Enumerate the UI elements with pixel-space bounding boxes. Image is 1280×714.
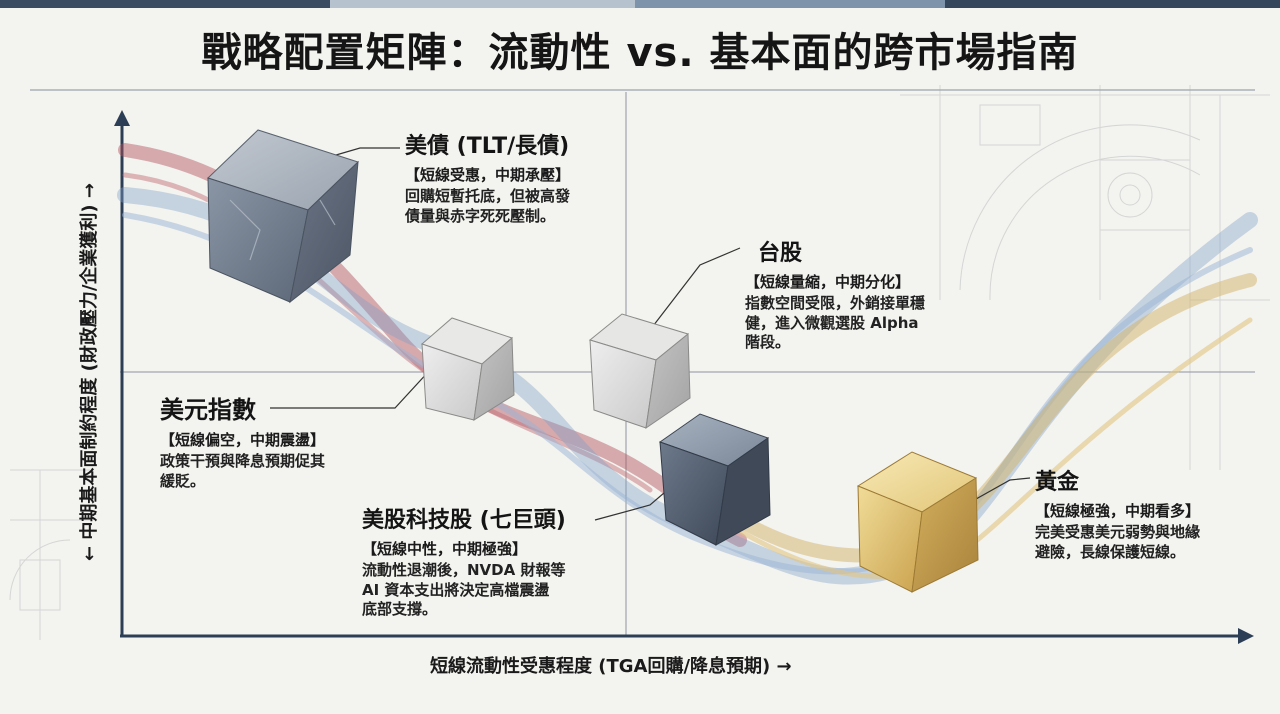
- asset-desc-line: 債量與赤字死死壓制。: [405, 206, 556, 225]
- x-axis-label: 短線流動性受惠程度 (TGA回購/降息預期) →: [430, 656, 792, 677]
- asset-name: 美債 (TLT/長債): [405, 134, 570, 159]
- top-accent-segment-dark: [0, 0, 330, 8]
- asset-desc-line: 健，進入微觀選股 Alpha: [745, 313, 919, 332]
- top-accent-segment-light: [330, 0, 635, 8]
- cube-tech: [658, 413, 771, 546]
- top-accent-bar: [0, 0, 1280, 8]
- asset-desc-line: 回購短暫托底，但被高發: [405, 187, 571, 205]
- asset-desc-line: AI 資本支出將決定高檔震盪: [362, 580, 550, 599]
- leader-dxy: [270, 369, 431, 409]
- label-taiwan: 台股 【短線量縮，中期分化】 指數空間受限，外銷接單穩 健，進入微觀選股 Alp…: [745, 235, 925, 353]
- asset-desc-line: 階段。: [745, 333, 791, 351]
- asset-desc-line: 指數空間受限，外銷接單穩: [745, 294, 926, 312]
- label-tech: 美股科技股 (七巨頭) 【短線中性，中期極強】 流動性退潮後，NVDA 財報等 …: [362, 502, 566, 620]
- asset-tag: 【短線受惠，中期承壓】: [405, 166, 571, 184]
- asset-name: 黃金: [1035, 470, 1080, 495]
- top-accent-segment-dark2: [945, 0, 1280, 8]
- asset-desc-line: 流動性退潮後，NVDA 財報等: [362, 561, 566, 579]
- y-axis-label: ← 中期基本面制約程度 (財政壓力/企業獲利) →: [79, 183, 100, 561]
- asset-name: 美元指數: [160, 396, 256, 424]
- y-axis-arrowhead: [114, 110, 130, 126]
- x-axis-arrowhead: [1238, 628, 1254, 644]
- asset-tag: 【短線偏空，中期震盪】: [160, 431, 326, 449]
- blueprint-sketch: [9, 85, 1270, 640]
- asset-tag: 【短線中性，中期極強】: [362, 540, 528, 558]
- cube-gold: [856, 451, 979, 593]
- cube-treasury: [207, 129, 359, 304]
- page-title: 戰略配置矩陣：流動性 vs. 基本面的跨市場指南: [201, 30, 1079, 76]
- asset-name: 美股科技股 (七巨頭): [362, 508, 566, 533]
- asset-name: 台股: [757, 241, 802, 266]
- cube-taiwan: [588, 313, 691, 430]
- asset-desc-line: 避險，長線保護短線。: [1035, 542, 1186, 561]
- label-treasury: 美債 (TLT/長債) 【短線受惠，中期承壓】 回購短暫托底，但被高發 債量與赤…: [405, 128, 570, 226]
- top-accent-segment-mid: [635, 0, 945, 8]
- cube-dxy: [421, 317, 515, 421]
- asset-desc-line: 底部支撐。: [362, 600, 438, 618]
- asset-desc-line: 緩貶。: [160, 471, 206, 490]
- asset-desc-line: 完美受惠美元弱勢與地緣: [1035, 523, 1201, 541]
- asset-tag: 【短線極強，中期看多】: [1035, 502, 1201, 520]
- leader-taiwan: [649, 247, 741, 331]
- asset-desc-line: 政策干預與降息預期促其: [160, 452, 326, 470]
- asset-tag: 【短線量縮，中期分化】: [745, 273, 911, 291]
- label-dxy: 美元指數 【短線偏空，中期震盪】 政策干預與降息預期促其 緩貶。: [160, 390, 325, 491]
- label-gold: 黃金 【短線極強，中期看多】 完美受惠美元弱勢與地緣 避險，長線保護短線。: [1035, 464, 1200, 562]
